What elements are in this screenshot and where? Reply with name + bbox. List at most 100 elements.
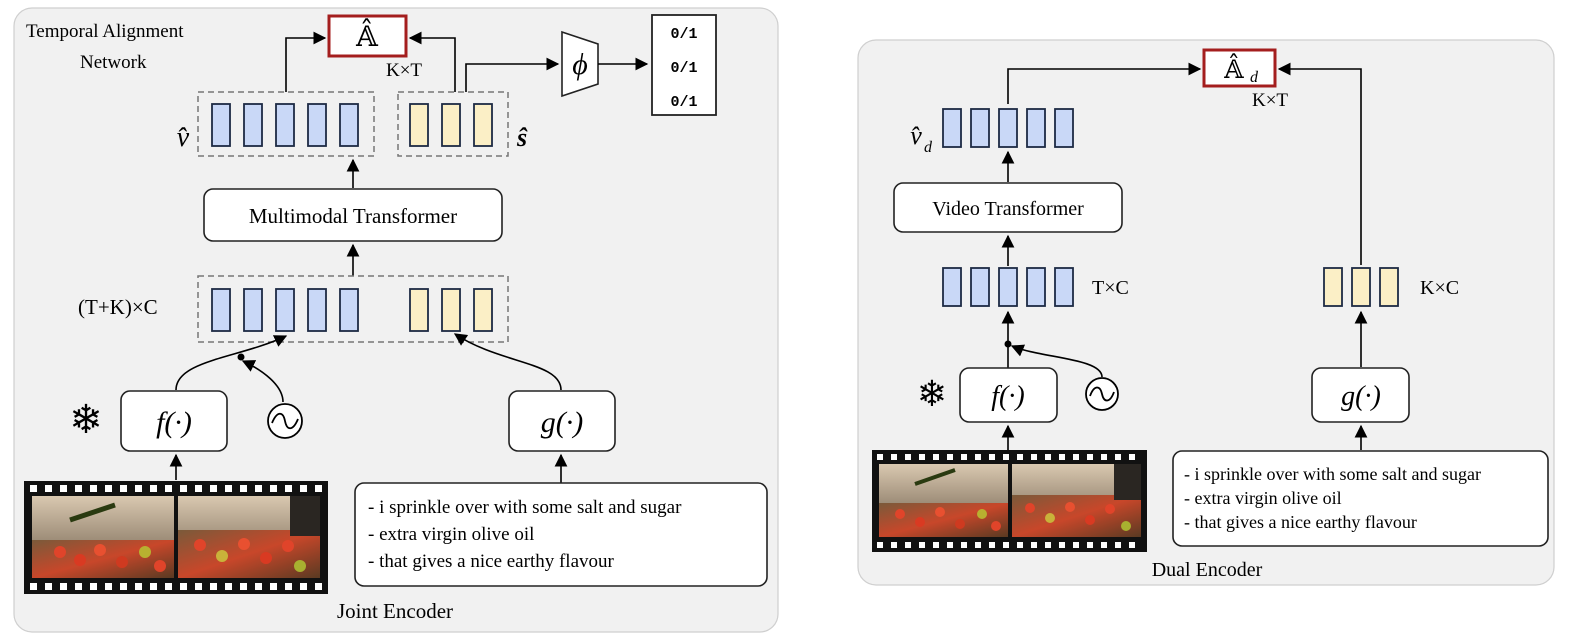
video-encoder-f-label: f(·)	[156, 406, 192, 439]
video-frame-1	[32, 496, 174, 578]
film-holes-bottom	[30, 583, 322, 590]
tan-label-line2: Network	[80, 52, 147, 73]
video-token	[942, 108, 962, 148]
text-token	[409, 103, 429, 147]
text-dim-label: K×C	[1420, 277, 1459, 299]
video-token	[998, 267, 1018, 307]
sine-wave-icon	[271, 412, 299, 430]
video-token	[942, 267, 962, 307]
multimodal-transformer-box	[203, 188, 503, 242]
dual-alignment-subscript: d	[1250, 69, 1259, 86]
text-token	[473, 103, 493, 147]
text-token	[409, 288, 429, 332]
dual-add-node	[1004, 340, 1012, 348]
dual-video-film-strip	[872, 450, 1147, 552]
video-transformer-box	[893, 182, 1123, 233]
text-token	[1379, 267, 1399, 307]
dual-alignment-output-box	[1202, 48, 1277, 88]
video-token	[275, 288, 295, 332]
dual-text-input-box	[1172, 450, 1549, 547]
arrow-s-to-phi	[465, 57, 560, 92]
dual-encoder-panel: 𝔸̂ d K×T v̂ d Video Transformer T×C	[857, 39, 1555, 586]
dual-video-encoder-f-label: f(·)	[991, 381, 1024, 412]
vd-hat-subscript: d	[924, 139, 933, 156]
dual-alignment-symbol: 𝔸̂	[1223, 53, 1244, 84]
v-hat-label: v̂	[177, 122, 190, 153]
video-token	[1054, 108, 1074, 148]
binary-output-box	[651, 14, 717, 116]
text-token	[441, 288, 461, 332]
video-token	[307, 288, 327, 332]
video-token	[307, 103, 327, 147]
s-hat-tokens	[409, 103, 493, 147]
arrow-v-to-output	[285, 31, 327, 92]
input-dim-label: (T+K)×C	[78, 295, 158, 319]
joint-encoder-panel: Temporal Alignment Network 𝔸̂ K×T ϕ 0/1 …	[13, 7, 779, 633]
s-hat-label: ŝ	[516, 123, 528, 152]
video-token	[339, 288, 359, 332]
dual-video-frame-1	[879, 464, 1008, 537]
video-token	[1026, 267, 1046, 307]
text-token	[1351, 267, 1371, 307]
arrow-g-to-tokens	[453, 333, 562, 391]
video-token	[211, 103, 231, 147]
phi-classifier	[561, 30, 599, 98]
dual-panel-background	[857, 39, 1555, 586]
video-film-strip	[24, 481, 328, 594]
dual-film-holes-bottom	[877, 542, 1135, 548]
video-token	[1026, 108, 1046, 148]
multimodal-transformer-label: Multimodal Transformer	[249, 204, 457, 228]
video-token	[243, 103, 263, 147]
video-transformer-label: Video Transformer	[932, 198, 1084, 220]
dual-video-frame-2	[1012, 464, 1141, 537]
film-holes-top	[30, 485, 322, 492]
snowflake-icon: ❄	[69, 397, 103, 442]
phi-symbol: ϕ	[572, 48, 588, 81]
video-token	[275, 103, 295, 147]
video-dim-label: T×C	[1092, 277, 1129, 299]
text-token	[1323, 267, 1343, 307]
dual-video-encoder-f-box	[959, 367, 1058, 423]
video-token	[970, 267, 990, 307]
dual-text-encoder-g-label: g(·)	[1341, 381, 1381, 412]
dual-snowflake-icon: ❄	[917, 374, 947, 414]
v-hat-tokens	[211, 103, 359, 147]
tan-label-line1: Temporal Alignment	[26, 21, 184, 42]
joint-alignment-symbol: 𝔸̂	[355, 19, 379, 53]
joint-alignment-output-box	[327, 14, 408, 58]
dual-video-tokens	[942, 267, 1074, 307]
arrow-pos-to-add	[241, 360, 284, 403]
video-token	[998, 108, 1018, 148]
joint-text-input-box	[354, 482, 768, 587]
add-node	[237, 353, 245, 361]
text-token	[473, 288, 493, 332]
dual-sine-wave-icon	[1089, 386, 1115, 402]
dual-film-holes-top	[877, 454, 1135, 460]
dual-text-tokens	[1323, 267, 1399, 307]
arrow-f-to-tokens	[175, 335, 288, 391]
arrow-s-to-output	[408, 31, 456, 92]
dual-text-line-2: - extra virgin olive oil	[1184, 488, 1342, 508]
binary-output-1: 0/1	[670, 26, 697, 43]
joint-output-dim: K×T	[386, 60, 422, 81]
binary-output-3: 0/1	[670, 94, 697, 111]
arrow-text-to-output	[1277, 62, 1362, 265]
dual-text-line-1: - i sprinkle over with some salt and sug…	[1184, 464, 1481, 484]
input-token-group	[197, 275, 509, 343]
text-encoder-g-box	[508, 390, 616, 452]
input-video-tokens	[211, 288, 359, 332]
video-token	[211, 288, 231, 332]
joint-text-line-2: - extra virgin olive oil	[368, 524, 534, 545]
video-frame-2	[178, 496, 320, 578]
joint-panel-background	[13, 7, 779, 633]
joint-text-line-3: - that gives a nice earthy flavour	[368, 551, 615, 572]
binary-output-2: 0/1	[670, 60, 697, 77]
video-token	[243, 288, 263, 332]
s-hat-group	[397, 91, 509, 157]
vd-hat-tokens	[942, 108, 1074, 148]
arrow-vd-to-output	[1007, 62, 1202, 104]
text-token	[441, 103, 461, 147]
dual-text-encoder-g-box	[1311, 367, 1410, 423]
joint-encoder-title: Joint Encoder	[337, 599, 453, 623]
dual-output-dim: K×T	[1252, 90, 1288, 111]
